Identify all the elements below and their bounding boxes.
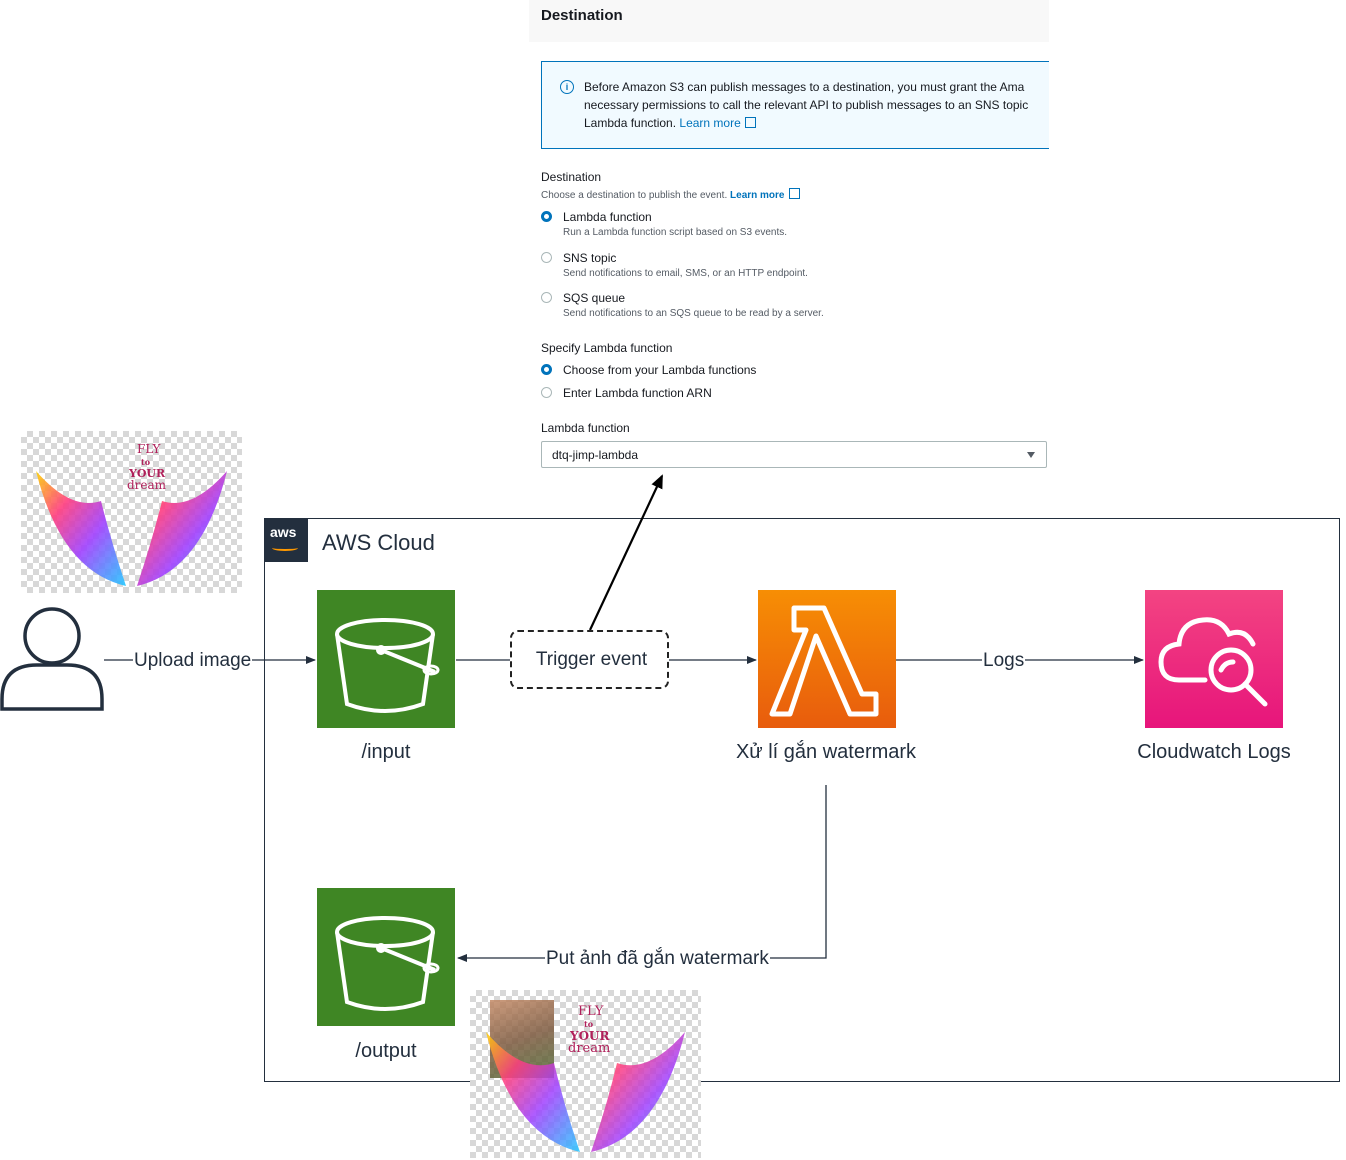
wings-picture: FLY to YOUR dream <box>486 1004 685 1152</box>
aws-cloud-label: AWS Cloud <box>322 530 435 555</box>
option-choose-lambda-label[interactable]: Choose from your Lambda functions <box>563 363 757 377</box>
wm-fly: FLY <box>578 1004 604 1019</box>
trigger-event-box: Trigger event <box>510 630 669 689</box>
wm-your: YOUR <box>569 1029 610 1043</box>
lambda-function-label: Lambda function <box>541 421 630 435</box>
wings-picture: FLY to YOUR dream <box>36 442 227 586</box>
destination-description: Choose a destination to publish the even… <box>541 188 800 201</box>
panel-header: Destination <box>529 0 1049 42</box>
destination-label: Destination <box>541 170 602 184</box>
chevron-down-icon[interactable] <box>1027 452 1035 458</box>
option-lambda-function-label[interactable]: Lambda function <box>563 210 652 224</box>
edge-upload-label: Upload image <box>133 650 253 672</box>
info-line-2: necessary permissions to call the releva… <box>584 98 1029 112</box>
s3-input-bucket <box>317 590 455 728</box>
radio-enter-arn[interactable] <box>541 387 552 398</box>
option-sqs-queue-label[interactable]: SQS queue <box>563 291 626 305</box>
aws-cloud-group <box>264 518 1340 1082</box>
wm-to: to <box>584 1019 594 1029</box>
info-learn-more-link[interactable]: Learn more <box>679 116 741 130</box>
user-icon <box>0 607 104 711</box>
arrow-to-lambda-config <box>589 474 663 631</box>
cloudwatch-icon <box>1158 617 1268 707</box>
bucket-icon <box>335 916 440 1011</box>
destination-learn-more-link[interactable]: Learn more <box>730 190 785 201</box>
edge-logs-label: Logs <box>982 650 1026 672</box>
specify-lambda-label: Specify Lambda function <box>541 341 673 355</box>
bucket-icon <box>335 618 440 713</box>
wm-to: to <box>141 457 151 467</box>
radio-sqs-queue[interactable] <box>541 292 552 303</box>
edge-trigger-label: Trigger event <box>535 649 648 670</box>
node-logs-label: Cloudwatch Logs <box>1137 741 1291 763</box>
lambda-icon <box>769 605 879 717</box>
cloudwatch-logs-node <box>1145 590 1283 728</box>
s3-output-bucket <box>317 888 455 1026</box>
radio-lambda-function[interactable] <box>541 211 552 222</box>
info-line-3: Lambda function. Learn more <box>584 114 1049 132</box>
output-image-wings: FLY to YOUR dream <box>470 990 701 1158</box>
destination-description-text: Choose a destination to publish the even… <box>541 190 728 201</box>
aws-logo-text: aws <box>270 524 297 540</box>
wm-dream: dream <box>568 1041 610 1056</box>
option-sns-topic-description: Send notifications to email, SMS, or an … <box>563 268 808 279</box>
wm-fly: FLY <box>137 442 162 456</box>
external-link-icon <box>744 117 756 128</box>
lambda-function-node <box>758 590 896 728</box>
edge-put <box>457 785 827 962</box>
option-lambda-function-description: Run a Lambda function script based on S3… <box>563 227 788 238</box>
input-image-wings: FLY to YOUR dream <box>21 431 242 593</box>
panel-title: Destination <box>541 7 623 24</box>
aws-logo-icon: aws <box>264 518 308 562</box>
wm-your: YOUR <box>128 467 166 480</box>
node-lambda-label: Xử lí gắn watermark <box>735 741 917 763</box>
option-enter-arn-label[interactable]: Enter Lambda function ARN <box>563 386 712 400</box>
wm-dream: dream <box>127 478 167 492</box>
lambda-function-select[interactable]: dtq-jimp-lambda <box>541 441 1047 468</box>
info-line-3-text: Lambda function. <box>584 116 677 130</box>
radio-choose-lambda[interactable] <box>541 364 552 375</box>
info-alert: i Before Amazon S3 can publish messages … <box>541 61 1049 149</box>
info-text: Before Amazon S3 can publish messages to… <box>584 78 1049 132</box>
node-output-label: /output <box>355 1040 417 1062</box>
option-sqs-queue-description: Send notifications to an SQS queue to be… <box>563 308 824 319</box>
node-input-label: /input <box>361 741 411 763</box>
info-line-1: Before Amazon S3 can publish messages to… <box>584 80 1025 94</box>
edge-put-label: Put ảnh đã gắn watermark <box>545 948 770 970</box>
lambda-function-value: dtq-jimp-lambda <box>552 448 639 462</box>
radio-sns-topic[interactable] <box>541 252 552 263</box>
option-sns-topic-label[interactable]: SNS topic <box>563 251 617 265</box>
external-link-icon <box>788 188 800 199</box>
info-icon: i <box>560 80 574 94</box>
s3-event-destination-panel: Destination i Before Amazon S3 can publi… <box>529 0 1049 475</box>
